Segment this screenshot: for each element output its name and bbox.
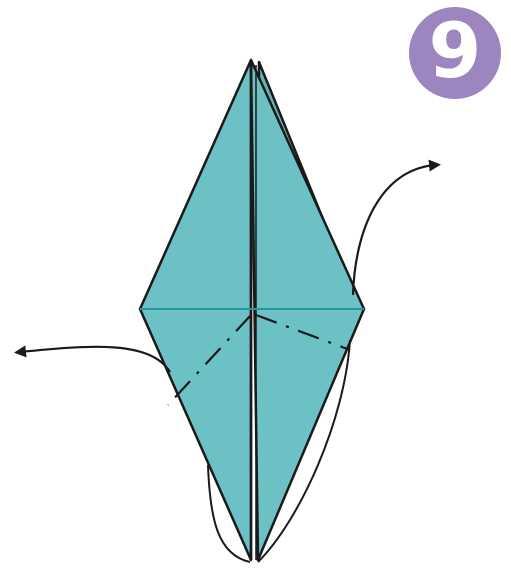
step-badge: 9 (409, 7, 501, 99)
curved-arrow-right-icon (353, 165, 435, 295)
step-number: 9 (429, 13, 482, 89)
curved-arrow-left-icon (20, 347, 170, 372)
